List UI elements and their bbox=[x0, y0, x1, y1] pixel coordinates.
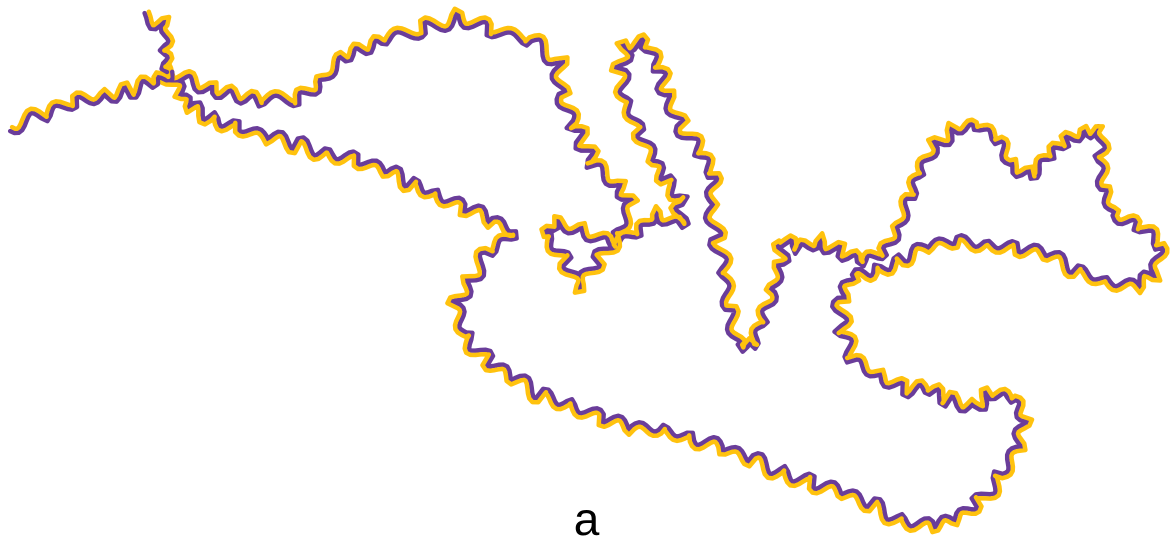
left-branch-yellow-band bbox=[9, 69, 171, 131]
main-boundary-purple-band bbox=[162, 10, 1166, 532]
boundary-curves bbox=[7, 6, 1170, 535]
top-stub-purple-band bbox=[142, 10, 171, 75]
left-branch-purple-band bbox=[7, 69, 175, 136]
top-stub-yellow-band bbox=[146, 9, 176, 71]
panel-label: a bbox=[573, 493, 600, 545]
main-boundary-yellow-band bbox=[158, 6, 1170, 535]
